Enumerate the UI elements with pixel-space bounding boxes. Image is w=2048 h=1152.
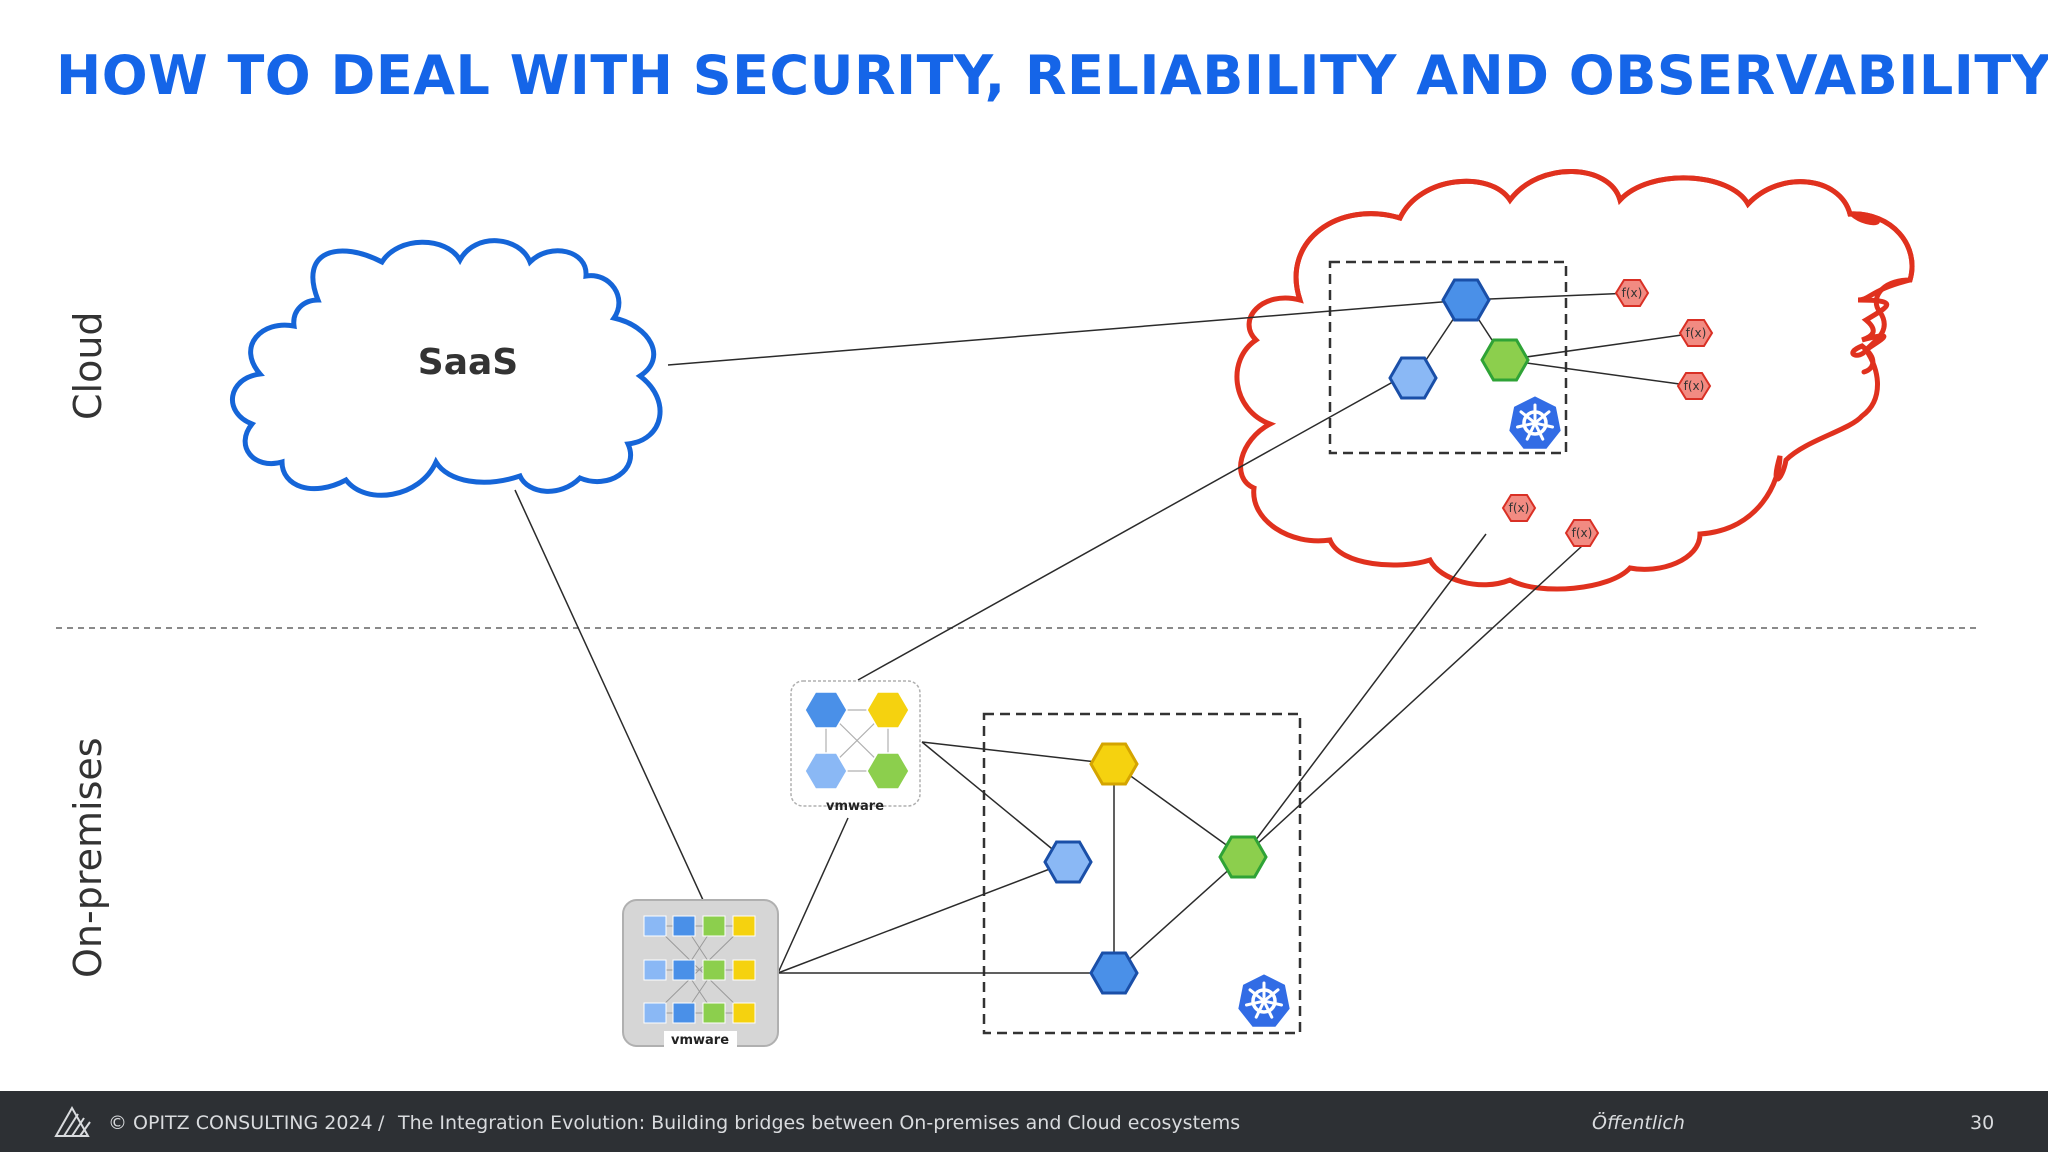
public-cloud-outline bbox=[1234, 169, 1915, 592]
function-node: f(x) bbox=[1678, 319, 1714, 347]
public-cloud bbox=[1293, 169, 1915, 375]
cloud-cluster-boundary bbox=[1328, 260, 1568, 455]
serverless-functions: f(x) f(x) f(x) f(x) f(x) bbox=[1501, 279, 1714, 547]
saas-cloud: SaaS bbox=[230, 238, 663, 498]
vmware-host-small: vmware bbox=[790, 680, 921, 814]
connections bbox=[514, 292, 1697, 974]
opitz-logo-icon bbox=[54, 1105, 91, 1137]
cloud-services bbox=[1388, 278, 1564, 452]
vmware-host-large: vmware bbox=[622, 899, 779, 1048]
function-node: f(x) bbox=[1676, 372, 1712, 400]
onprem-cluster-boundary bbox=[982, 712, 1302, 1035]
onprem-service-node bbox=[1043, 840, 1093, 884]
architecture-diagram: SaaS f(x) bbox=[56, 169, 1976, 1048]
kubernetes-icon bbox=[1506, 393, 1564, 452]
vmware-logo: vmware bbox=[671, 1033, 729, 1048]
footer-classification: Öffentlich bbox=[1592, 1112, 1685, 1134]
saas-label: SaaS bbox=[418, 342, 518, 383]
onprem-service-node bbox=[1089, 951, 1139, 995]
function-node: f(x) bbox=[1501, 494, 1537, 522]
page-number: 30 bbox=[1970, 1112, 1995, 1134]
footer-separator: / bbox=[378, 1112, 385, 1134]
cloud-service-node bbox=[1441, 278, 1491, 322]
function-node: f(x) bbox=[1614, 279, 1650, 307]
footer-talk-title: The Integration Evolution: Building brid… bbox=[398, 1112, 1241, 1134]
cloud-service-node bbox=[1388, 356, 1438, 400]
function-node: f(x) bbox=[1564, 519, 1600, 547]
svg-text:f(x): f(x) bbox=[1686, 326, 1707, 340]
svg-text:f(x): f(x) bbox=[1572, 526, 1593, 540]
onprem-services bbox=[1043, 742, 1293, 1030]
slide-title: HOW TO DEAL WITH SECURITY, RELIABILITY A… bbox=[56, 44, 2048, 107]
footer-bar: © OPITZ CONSULTING 2024 / The Integratio… bbox=[0, 1091, 2048, 1152]
svg-text:f(x): f(x) bbox=[1509, 501, 1530, 515]
svg-text:f(x): f(x) bbox=[1684, 379, 1705, 393]
kubernetes-icon bbox=[1235, 971, 1293, 1030]
vmware-logo: vmware bbox=[826, 799, 884, 814]
onprem-service-node bbox=[1089, 742, 1139, 786]
svg-text:f(x): f(x) bbox=[1622, 286, 1643, 300]
cloud-service-node bbox=[1480, 338, 1530, 382]
footer-copyright: © OPITZ CONSULTING 2024 bbox=[108, 1112, 373, 1134]
onprem-service-node bbox=[1218, 835, 1268, 879]
